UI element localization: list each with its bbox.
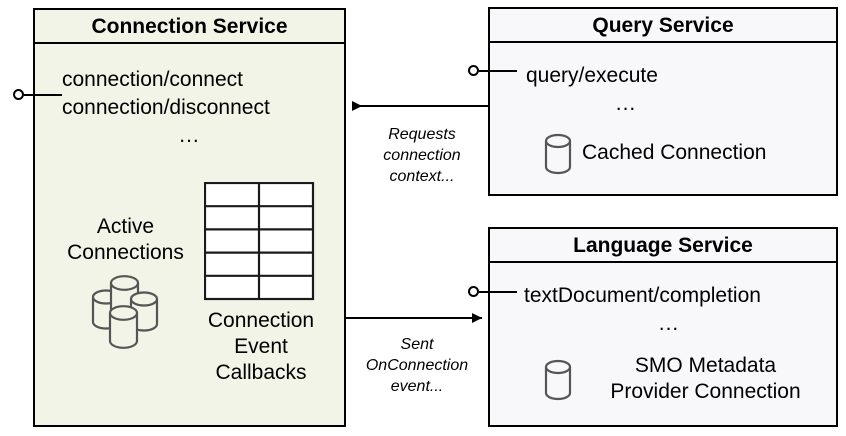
edge-label-line3: context... — [389, 168, 455, 185]
active-connections-label-line1: Active — [96, 215, 155, 238]
language-service-title: Language Service — [490, 229, 836, 263]
table-grid-icon — [204, 182, 315, 301]
api-connection-connect: connection/connect — [62, 68, 243, 91]
connection-service-body: connection/connect connection/disconnect… — [35, 44, 344, 425]
edge-label-line2: OnConnection — [365, 357, 469, 374]
active-connections-label: Active Connections — [43, 214, 208, 266]
component-connection-service[interactable]: Connection Service connection/connect co… — [33, 8, 346, 427]
connection-service-interface-stem — [24, 94, 62, 96]
edge-label-line2: connection — [383, 147, 461, 164]
callbacks-label-line1: Connection — [207, 309, 315, 332]
query-service-body: query/execute ... Cached Connection — [490, 43, 836, 194]
language-service-body: textDocument/completion ... SMO Metadata… — [490, 263, 836, 425]
smo-metadata-provider-connection-label: SMO Metadata Provider Connection — [583, 353, 828, 405]
edge-label-line1: Requests — [388, 126, 456, 143]
smo-metadata-label-line1: SMO Metadata — [634, 354, 777, 377]
connection-service-api-list: connection/connect connection/disconnect… — [62, 66, 317, 150]
database-stack-icon — [91, 275, 159, 349]
api-textdocument-completion: textDocument/completion — [524, 284, 761, 307]
api-query-execute: query/execute — [526, 64, 658, 87]
active-connections-label-line2: Connections — [67, 241, 184, 264]
query-service-title: Query Service — [490, 9, 836, 43]
query-service-provided-interface-icon[interactable] — [468, 65, 479, 76]
edge-label-requests-connection-context: Requests connection context... — [362, 124, 482, 187]
edge-label-sent-onconnection-event: Sent OnConnection event... — [352, 334, 482, 397]
edge-label-line3: event... — [390, 378, 444, 395]
api-connection-disconnect: connection/disconnect — [62, 96, 270, 119]
connection-service-title: Connection Service — [35, 10, 344, 44]
query-service-api-list: query/execute ... — [526, 62, 726, 118]
smo-metadata-label-line2: Provider Connection — [610, 380, 801, 403]
cached-connection-label: Cached Connection — [582, 141, 767, 164]
connection-service-provided-interface-icon[interactable] — [13, 89, 24, 100]
callbacks-label-line2: Event — [234, 335, 288, 358]
callbacks-label-line3: Callbacks — [215, 361, 307, 384]
edge-label-line1: Sent — [400, 336, 434, 353]
connection-event-callbacks-label: Connection Event Callbacks — [185, 308, 337, 386]
language-service-api-list: textDocument/completion ... — [524, 282, 814, 338]
database-cylinder-icon — [544, 359, 572, 401]
component-query-service[interactable]: Query Service query/execute ... Cached C… — [488, 7, 838, 196]
query-service-interface-stem — [479, 70, 517, 72]
language-service-api-ellipsis: ... — [658, 312, 680, 335]
database-cylinder-icon — [544, 133, 572, 175]
component-language-service[interactable]: Language Service textDocument/completion… — [488, 227, 838, 427]
language-service-provided-interface-icon[interactable] — [468, 286, 479, 297]
connection-service-api-ellipsis: ... — [179, 124, 200, 147]
query-service-api-ellipsis: ... — [615, 92, 637, 115]
language-service-interface-stem — [479, 291, 517, 293]
